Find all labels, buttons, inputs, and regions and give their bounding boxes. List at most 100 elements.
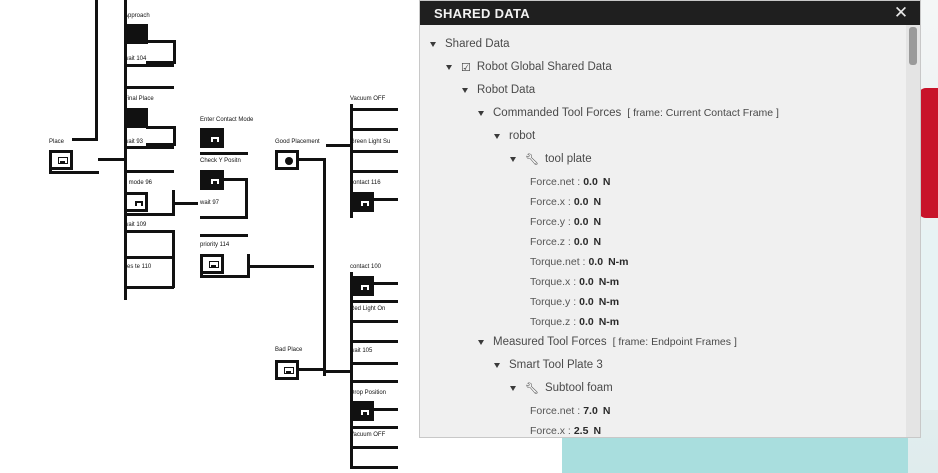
place-node-bracket: [49, 168, 99, 174]
value-row: Torque.y : 0.0 N-m: [530, 293, 619, 311]
final-place-node[interactable]: [124, 108, 148, 128]
value-row: Force.net : 0.0 N: [530, 173, 610, 191]
good-placement-node[interactable]: [275, 150, 299, 170]
node-label-place: Place: [49, 139, 65, 145]
wrench-icon: 🔧︎: [525, 382, 539, 395]
value-name: Force.z :: [530, 236, 571, 248]
tree-label: robot: [509, 130, 536, 142]
tree-node-commanded-forces[interactable]: Commanded Tool Forces [ frame: Current C…: [478, 104, 779, 122]
flow-wire: [372, 408, 398, 411]
frame-label: [ frame: Endpoint Frames ]: [612, 336, 737, 348]
place-node[interactable]: [49, 150, 73, 170]
flow-wire: [124, 230, 174, 233]
caret-down-icon[interactable]: [494, 362, 500, 368]
tree-node-tool-plate[interactable]: 🔧︎ tool plate: [510, 150, 592, 168]
value-number: 0.0: [579, 276, 594, 288]
node-label-approach: Approach: [124, 13, 150, 19]
panel-scrollbar[interactable]: [906, 25, 920, 437]
priority-node[interactable]: [200, 254, 224, 274]
flow-wire: [95, 0, 98, 140]
node-label-drop-position: Drop Position: [350, 390, 387, 396]
contact-mode-node[interactable]: [124, 192, 148, 212]
value-number: 7.0: [583, 405, 598, 417]
flow-wire: [250, 265, 314, 268]
flow-wire: [350, 320, 398, 323]
caret-down-icon[interactable]: [430, 41, 436, 47]
node-bracket: [146, 40, 176, 64]
value-number: 0.0: [579, 316, 594, 328]
flow-wire: [350, 150, 398, 153]
value-row: Force.z : 0.0 N: [530, 233, 601, 251]
robot-stand-render: [920, 230, 938, 410]
value-number: 0.0: [583, 176, 598, 188]
check-y-node[interactable]: [200, 170, 224, 190]
flow-wire: [297, 158, 325, 161]
node-label-vacuum-off-2: Vacuum OFF: [350, 432, 386, 438]
node-bracket: [200, 272, 250, 278]
node-label-wait-93: wait 93: [124, 139, 144, 145]
caret-down-icon[interactable]: [478, 339, 484, 345]
flow-wire: [124, 86, 174, 89]
drop-position-node[interactable]: [350, 401, 374, 421]
node-label-wait-105: wait 105: [350, 348, 373, 354]
flow-wire: [172, 190, 175, 216]
sequence-icon: [284, 367, 294, 374]
caret-down-icon[interactable]: [494, 133, 500, 139]
enter-contact-node[interactable]: [200, 128, 224, 148]
close-icon[interactable]: ✕: [893, 3, 909, 22]
node-label-wait-97: wait 97: [200, 200, 220, 206]
tree-node-shared-data[interactable]: Shared Data: [430, 35, 510, 53]
bad-place-node[interactable]: [275, 360, 299, 380]
caret-down-icon[interactable]: [510, 385, 516, 391]
node-label-wait-109: wait 109: [124, 222, 147, 228]
value-number: 0.0: [573, 196, 589, 208]
contact-116-node[interactable]: [350, 192, 374, 212]
flow-wire: [350, 128, 398, 131]
tree-label: tool plate: [544, 153, 592, 165]
node-label-contact-100: contact 100: [350, 264, 382, 270]
value-name: Force.x :: [530, 425, 571, 437]
scene-floor: [562, 437, 938, 473]
tree-node-robot-data[interactable]: Robot Data: [462, 81, 535, 99]
approach-node[interactable]: [124, 24, 148, 44]
tree-node-subtool-foam[interactable]: 🔧︎ Subtool foam: [510, 379, 613, 397]
value-number: 2.5: [573, 425, 589, 437]
sequence-icon: [209, 261, 219, 268]
caret-down-icon[interactable]: [510, 156, 516, 162]
flow-wire: [350, 446, 398, 449]
flow-wire: [200, 234, 248, 237]
tree-node-smart-tool-plate[interactable]: Smart Tool Plate 3: [494, 356, 603, 374]
contact-100-node[interactable]: [350, 276, 374, 296]
value-unit: N-m: [598, 276, 620, 288]
tree-node-robot[interactable]: robot: [494, 127, 535, 145]
flow-wire: [350, 340, 398, 343]
caret-down-icon[interactable]: [478, 110, 484, 116]
condition-icon: [285, 157, 293, 165]
value-name: Force.net :: [530, 176, 581, 188]
flow-wire: [350, 170, 398, 173]
flow-wire: [174, 202, 198, 205]
node-label-priority-114: priority 114: [200, 242, 230, 248]
value-name: Torque.y :: [530, 296, 577, 308]
node-label-mode-96: c mode 96: [124, 180, 153, 186]
value-unit: N: [593, 236, 602, 248]
arm-up-icon: [211, 137, 219, 142]
node-bracket: [146, 126, 176, 146]
flow-wire: [350, 108, 398, 111]
tree-node-robot-global[interactable]: ☑ Robot Global Shared Data: [446, 58, 612, 76]
flow-wire: [124, 256, 174, 259]
arm-up-icon: [361, 201, 369, 206]
robot-arm-render: [918, 88, 938, 218]
arm-up-icon: [135, 201, 143, 206]
flow-wire: [350, 272, 353, 468]
value-unit: N: [593, 425, 602, 437]
value-row: Force.x : 0.0 N: [530, 193, 601, 211]
scrollbar-thumb[interactable]: [909, 27, 917, 65]
flow-wire: [372, 282, 398, 285]
flow-wire: [124, 64, 174, 67]
caret-down-icon[interactable]: [462, 87, 468, 93]
caret-down-icon[interactable]: [446, 64, 452, 70]
node-label-ses-110: ses te 110: [124, 264, 152, 270]
value-number: 0.0: [573, 236, 589, 248]
tree-node-measured-forces[interactable]: Measured Tool Forces [ frame: Endpoint F…: [478, 333, 737, 351]
